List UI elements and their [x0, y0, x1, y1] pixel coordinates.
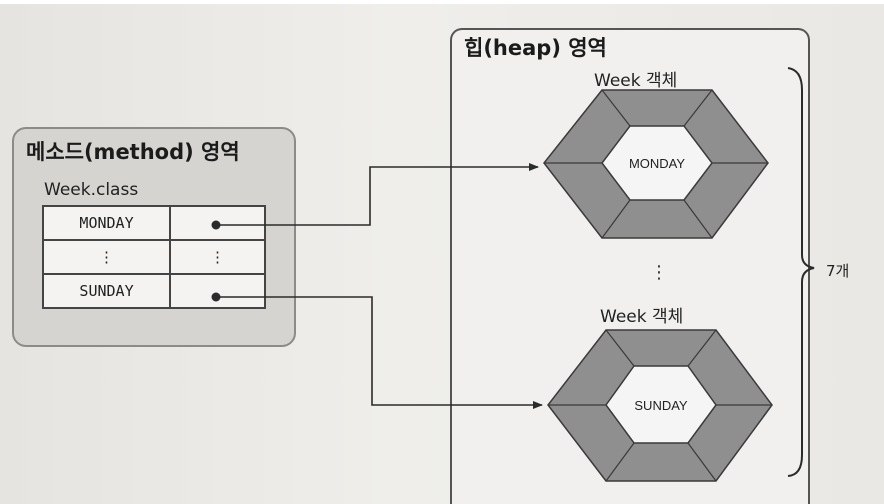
count-brace [787, 67, 815, 477]
table-row: ⋮ ⋮ [41, 239, 266, 275]
reference-cell-ellipsis: ⋮ [169, 239, 266, 275]
table-row: MONDAY [41, 205, 266, 241]
object-value-monday: MONDAY [629, 156, 685, 171]
method-area-title: 메소드(method) 영역 [26, 140, 240, 164]
top-edge [0, 0, 884, 4]
hexagon-spokes [548, 329, 772, 482]
constant-name-ellipsis: ⋮ [41, 239, 172, 275]
reference-arrow-sunday [216, 296, 543, 409]
object-label-sunday: Week 객체 [600, 307, 684, 327]
reference-arrow-monday [216, 163, 539, 226]
constant-name-sunday: SUNDAY [41, 273, 172, 309]
enum-constant-table: MONDAY ⋮ ⋮ SUNDAY [41, 205, 266, 309]
week-object-monday: MONDAY [543, 89, 769, 239]
constant-name-monday: MONDAY [41, 205, 172, 241]
class-name-label: Week.class [44, 180, 139, 200]
week-object-sunday: SUNDAY [547, 329, 773, 482]
heap-area-title: 힙(heap) 영역 [464, 36, 607, 60]
object-label-monday: Week 객체 [594, 71, 678, 91]
reference-cell-sunday [169, 273, 266, 309]
object-value-sunday: SUNDAY [634, 398, 688, 413]
object-count-label: 7개 [826, 262, 850, 280]
hexagon-spokes [544, 89, 768, 239]
table-row: SUNDAY [41, 273, 266, 309]
heap-ellipsis: ⋮ [650, 262, 668, 283]
